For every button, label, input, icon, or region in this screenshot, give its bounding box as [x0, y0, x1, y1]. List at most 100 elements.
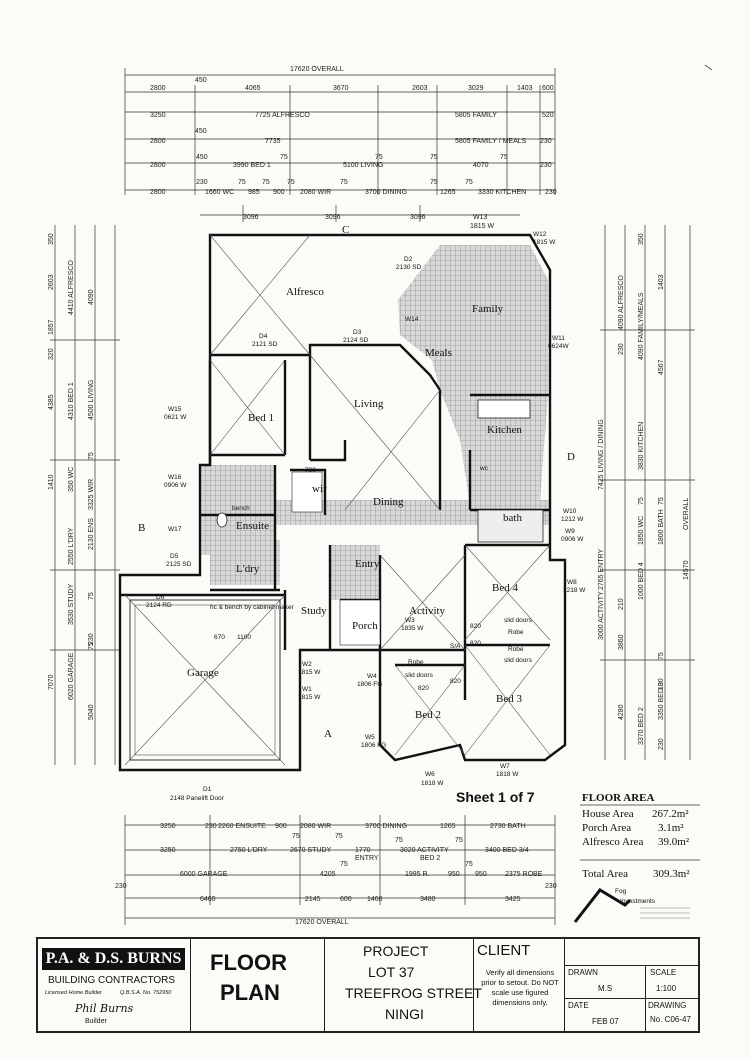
svg-text:5805 FAMILY / MEALS: 5805 FAMILY / MEALS — [455, 138, 527, 145]
room-wc: wc — [479, 465, 489, 472]
svg-text:39.0m²: 39.0m² — [658, 836, 690, 848]
svg-text:75: 75 — [638, 497, 645, 505]
svg-text:450: 450 — [195, 77, 207, 84]
svg-text:75: 75 — [658, 497, 665, 505]
date-label: DATE — [568, 1001, 589, 1010]
svg-text:W13: W13 — [473, 214, 488, 221]
svg-text:3330 KITCHEN: 3330 KITCHEN — [478, 189, 526, 196]
client-label: CLIENT — [477, 942, 531, 959]
svg-text:1806 FG: 1806 FG — [361, 742, 386, 749]
svg-text:230: 230 — [196, 179, 208, 186]
svg-text:W14: W14 — [405, 316, 419, 323]
svg-text:S/A: S/A — [450, 643, 461, 650]
svg-text:0906 W: 0906 W — [561, 536, 584, 543]
svg-text:2750 L'DRY: 2750 L'DRY — [230, 847, 268, 854]
room-bed2: Bed 2 — [415, 709, 441, 721]
svg-text:1410: 1410 — [48, 474, 55, 490]
fixture-labels: D2 2130 SD D3 2124 SD D4 2121 SD D5 2125… — [138, 224, 586, 802]
svg-text:3096: 3096 — [243, 214, 259, 221]
svg-text:6000 GARAGE: 6000 GARAGE — [180, 871, 228, 878]
svg-text:1000 BED 4: 1000 BED 4 — [638, 562, 645, 600]
svg-text:2124 SD: 2124 SD — [343, 337, 369, 344]
svg-text:D6: D6 — [156, 594, 165, 601]
svg-text:1403: 1403 — [517, 85, 533, 92]
svg-text:230: 230 — [545, 883, 557, 890]
svg-text:slid doors: slid doors — [504, 657, 533, 664]
svg-text:OVERALL: OVERALL — [683, 498, 690, 530]
svg-text:W5: W5 — [365, 734, 375, 741]
svg-text:1835 W: 1835 W — [401, 625, 424, 632]
overall-bottom: 17620 OVERALL — [295, 919, 349, 926]
svg-text:D4: D4 — [259, 333, 268, 340]
svg-text:4090: 4090 — [88, 289, 95, 305]
svg-text:1850 WC: 1850 WC — [638, 516, 645, 545]
svg-text:2121 SD: 2121 SD — [252, 341, 278, 348]
svg-text:267.2m²: 267.2m² — [652, 808, 689, 820]
svg-text:House Area: House Area — [582, 808, 634, 820]
svg-text:3096: 3096 — [325, 214, 341, 221]
svg-text:3425: 3425 — [505, 896, 521, 903]
room-wir: wir — [312, 483, 327, 495]
builder-sub: BUILDING CONTRACTORS — [48, 975, 176, 986]
top-dimensions — [124, 68, 556, 222]
scale-label: SCALE — [650, 968, 677, 977]
svg-text:2260 ENSUITE: 2260 ENSUITE — [218, 823, 266, 830]
svg-text:230: 230 — [618, 343, 625, 355]
top-dim-labels: 17620 OVERALL 450 2800 4065 3670 2603 30… — [150, 66, 557, 230]
svg-text:W1: W1 — [302, 686, 312, 693]
svg-text:4090 FAMILY/MEALS: 4090 FAMILY/MEALS — [638, 292, 645, 360]
svg-text:75: 75 — [340, 179, 348, 186]
bath-tub — [477, 509, 544, 543]
svg-text:3700 DINING: 3700 DINING — [365, 823, 407, 830]
svg-text:4280: 4280 — [618, 704, 625, 720]
svg-text:2603: 2603 — [48, 274, 55, 290]
svg-text:Alfresco Area: Alfresco Area — [582, 836, 644, 848]
svg-text:2800: 2800 — [150, 189, 166, 196]
section-a: A — [324, 728, 332, 740]
svg-text:4310 BED 1: 4310 BED 1 — [68, 382, 75, 420]
svg-text:350 WC: 350 WC — [68, 467, 75, 492]
svg-text:75: 75 — [335, 833, 343, 840]
svg-text:7735: 7735 — [265, 138, 281, 145]
svg-text:W2: W2 — [302, 661, 312, 668]
svg-text:2375 ROBE: 2375 ROBE — [505, 871, 543, 878]
room-ldry: L'dry — [236, 563, 260, 575]
svg-text:W6: W6 — [425, 771, 435, 778]
svg-text:75: 75 — [88, 452, 95, 460]
svg-text:900: 900 — [275, 823, 287, 830]
svg-text:7425 LIVING / DINING: 7425 LIVING / DINING — [598, 419, 605, 490]
drawing-title-line2: PLAN — [220, 980, 280, 1005]
svg-text:0906 W: 0906 W — [164, 482, 187, 489]
svg-text:210: 210 — [618, 598, 625, 610]
drawn-value: M.S — [598, 984, 613, 993]
svg-text:D2: D2 — [404, 256, 413, 263]
bottom-dimensions — [124, 815, 556, 925]
svg-text:6460: 6460 — [200, 896, 216, 903]
left-dim-labels: 350 2603 4090 4410 ALFRESCO 1857 320 438… — [48, 233, 95, 720]
svg-text:985: 985 — [248, 189, 260, 196]
svg-text:900: 900 — [273, 189, 285, 196]
svg-text:FLOOR AREA: FLOOR AREA — [582, 792, 654, 804]
svg-text:2145: 2145 — [305, 896, 321, 903]
svg-text:D5: D5 — [170, 553, 179, 560]
svg-text:2800: 2800 — [150, 85, 166, 92]
svg-text:7070: 7070 — [48, 674, 55, 690]
svg-text:75: 75 — [88, 642, 95, 650]
svg-text:W11: W11 — [552, 335, 565, 342]
svg-text:W9: W9 — [565, 528, 575, 535]
svg-text:1818 W: 1818 W — [421, 780, 444, 787]
svg-text:1403: 1403 — [658, 274, 665, 290]
svg-text:3480: 3480 — [420, 896, 436, 903]
svg-text:75: 75 — [430, 179, 438, 186]
room-kitchen: Kitchen — [487, 424, 522, 436]
room-entry: Entry — [355, 558, 380, 570]
svg-text:6020 GARAGE: 6020 GARAGE — [68, 652, 75, 700]
svg-text:75: 75 — [238, 179, 246, 186]
drawn-label: DRAWN — [568, 968, 598, 977]
svg-text:820: 820 — [470, 640, 481, 647]
svg-text:230: 230 — [115, 883, 127, 890]
svg-text:3096: 3096 — [410, 214, 426, 221]
svg-text:1218 W: 1218 W — [563, 587, 586, 594]
svg-text:W16: W16 — [168, 474, 182, 481]
